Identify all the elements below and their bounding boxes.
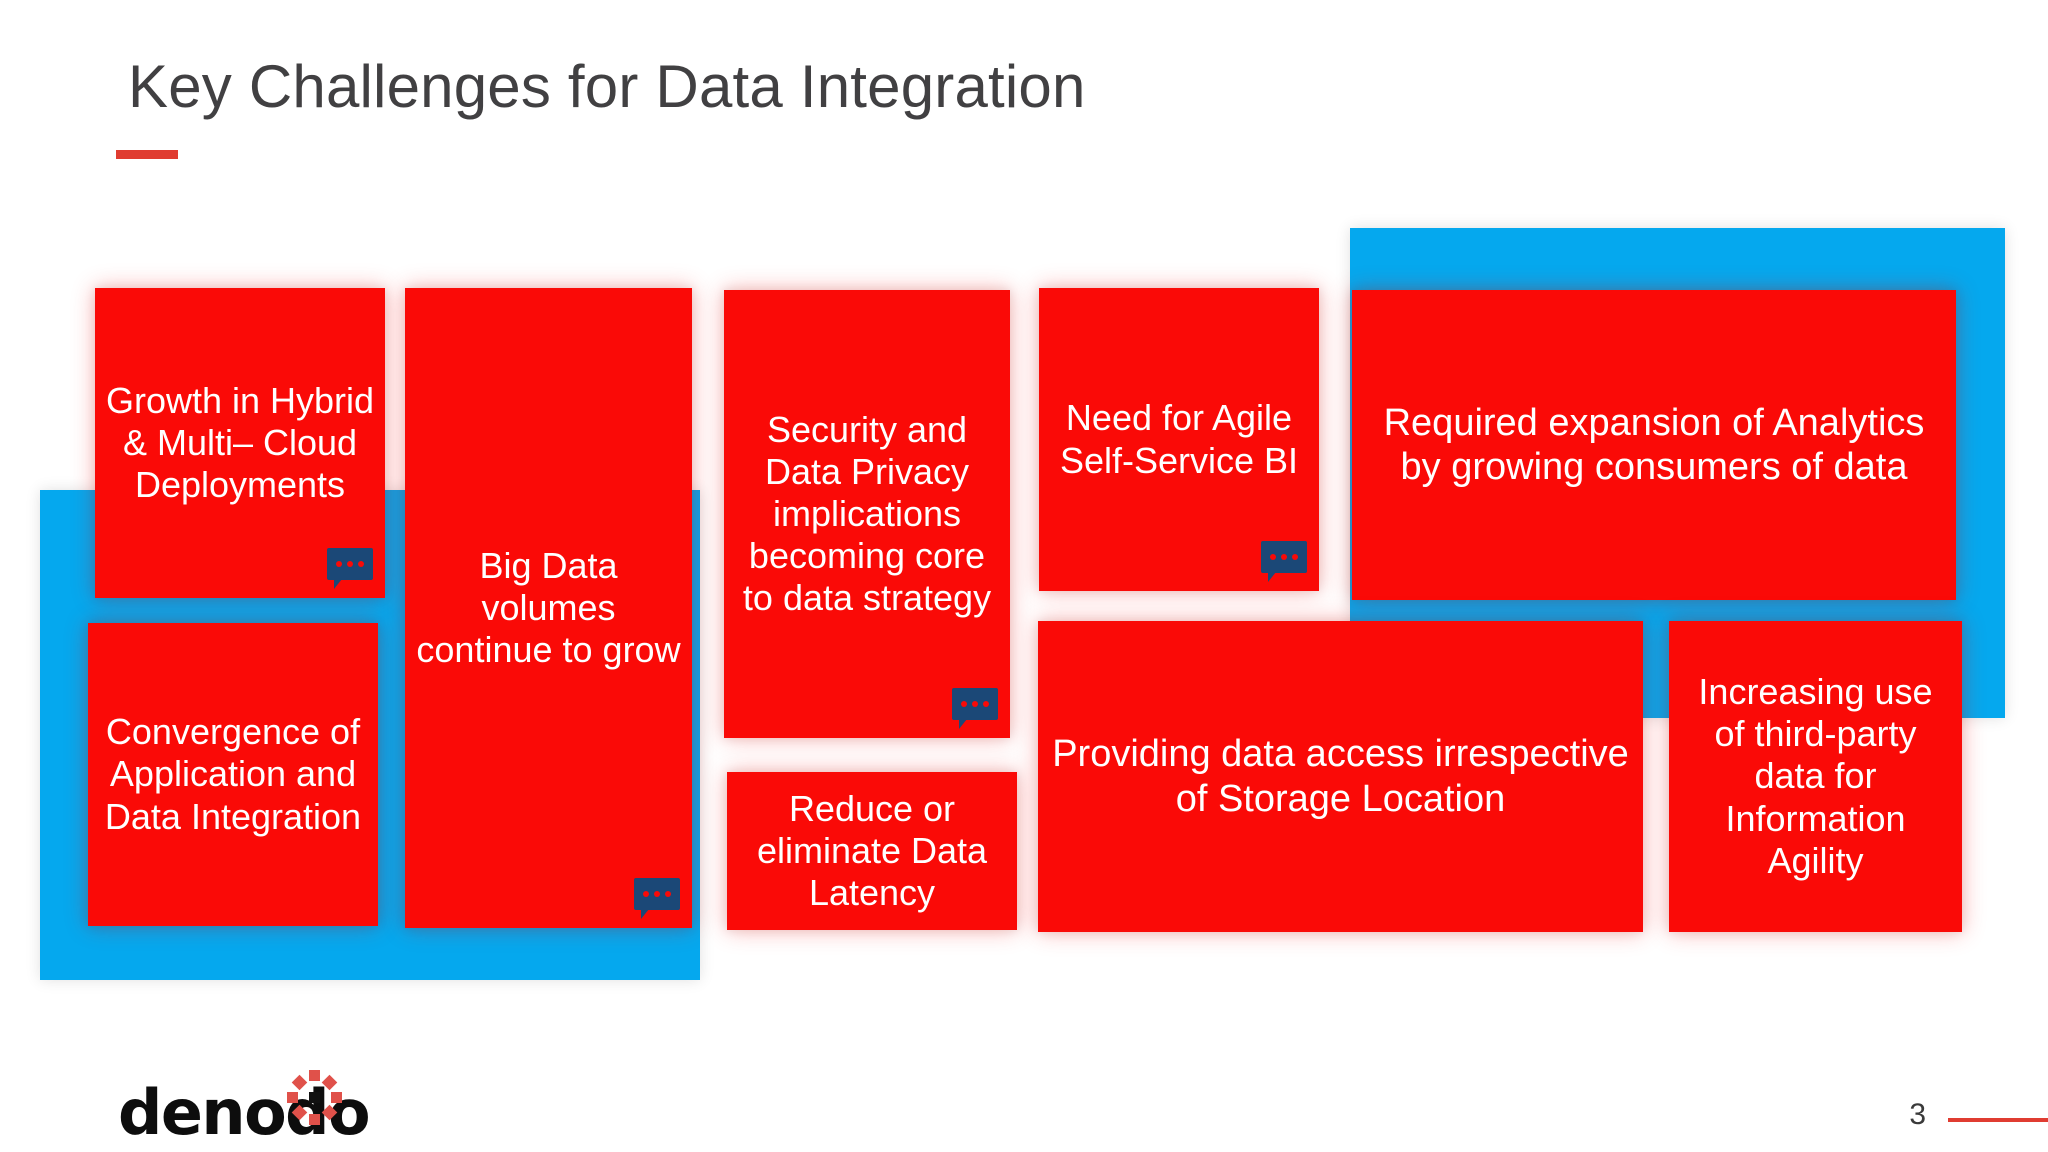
comment-dot (358, 561, 364, 567)
mark-dot-se (321, 1104, 338, 1121)
comment-bubble-tail (1268, 572, 1276, 582)
tile-growth-hybrid-multicloud[interactable]: Growth in Hybrid & Multi– Cloud Deployme… (95, 288, 385, 598)
tile-data-access-irrespective-storage[interactable]: Providing data access irrespective of St… (1038, 621, 1643, 932)
mark-dot-center (309, 1092, 320, 1103)
tile-big-data-volumes[interactable]: Big Data volumes continue to grow (405, 288, 692, 928)
comment-dot (665, 891, 671, 897)
mark-dot-e (331, 1092, 342, 1103)
tile-label: Providing data access irrespective of St… (1052, 733, 1629, 820)
mark-dot-nw (291, 1074, 308, 1091)
comment-bubble-icon[interactable] (1261, 541, 1307, 582)
comment-dot (336, 561, 342, 567)
tile-label: Need for Agile Self-Service BI (1059, 397, 1299, 481)
comment-dot (347, 561, 353, 567)
tile-third-party-data-agility[interactable]: Increasing use of third-party data for I… (1669, 621, 1962, 932)
title-accent-rule (116, 150, 178, 159)
tile-label: Security and Data Privacy implications b… (742, 408, 992, 619)
tile-label: Big Data volumes continue to grow (416, 544, 681, 671)
comment-dot (643, 891, 649, 897)
tile-expansion-of-analytics[interactable]: Required expansion of Analytics by growi… (1352, 290, 1956, 600)
tile-label: Convergence of Application and Data Inte… (104, 711, 362, 837)
comment-dot (961, 701, 967, 707)
comment-bubble-body (952, 688, 998, 720)
tile-convergence-app-data-integration[interactable]: Convergence of Application and Data Inte… (88, 623, 378, 926)
tile-reduce-data-latency[interactable]: Reduce or eliminate Data Latency (727, 772, 1017, 930)
tile-label: Reduce or eliminate Data Latency (756, 787, 988, 914)
comment-dot (654, 891, 660, 897)
comment-bubble-tail (334, 579, 342, 589)
tile-label: Increasing use of third-party data for I… (1698, 671, 1933, 881)
tile-security-data-privacy[interactable]: Security and Data Privacy implications b… (724, 290, 1010, 738)
footer-accent-rule (1948, 1118, 2048, 1122)
comment-bubble-body (327, 548, 373, 580)
mark-dot-s (309, 1114, 320, 1125)
mark-dot-w (287, 1092, 298, 1103)
tile-label: Required expansion of Analytics by growi… (1383, 401, 1925, 488)
page-number: 3 (1909, 1098, 1926, 1131)
comment-dot (972, 701, 978, 707)
denodo-logo: denodo (118, 1068, 371, 1149)
mark-dot-n (309, 1070, 320, 1081)
mark-dot-ne (321, 1074, 338, 1091)
comment-dot (983, 701, 989, 707)
comment-bubble-body (634, 878, 680, 910)
mark-dot-sw (291, 1104, 308, 1121)
tile-agile-self-service-bi[interactable]: Need for Agile Self-Service BI (1039, 288, 1319, 591)
comment-bubble-tail (959, 719, 967, 729)
comment-bubble-tail (641, 909, 649, 919)
comment-dot (1281, 554, 1287, 560)
denodo-dots-mark (286, 1070, 344, 1128)
comment-bubble-icon[interactable] (327, 548, 373, 589)
page-title: Key Challenges for Data Integration (128, 53, 1086, 120)
comment-dot (1292, 554, 1298, 560)
comment-bubble-icon[interactable] (952, 688, 998, 729)
comment-bubble-body (1261, 541, 1307, 573)
comment-bubble-icon[interactable] (634, 878, 680, 919)
comment-dot (1270, 554, 1276, 560)
tile-label: Growth in Hybrid & Multi– Cloud Deployme… (105, 379, 375, 506)
